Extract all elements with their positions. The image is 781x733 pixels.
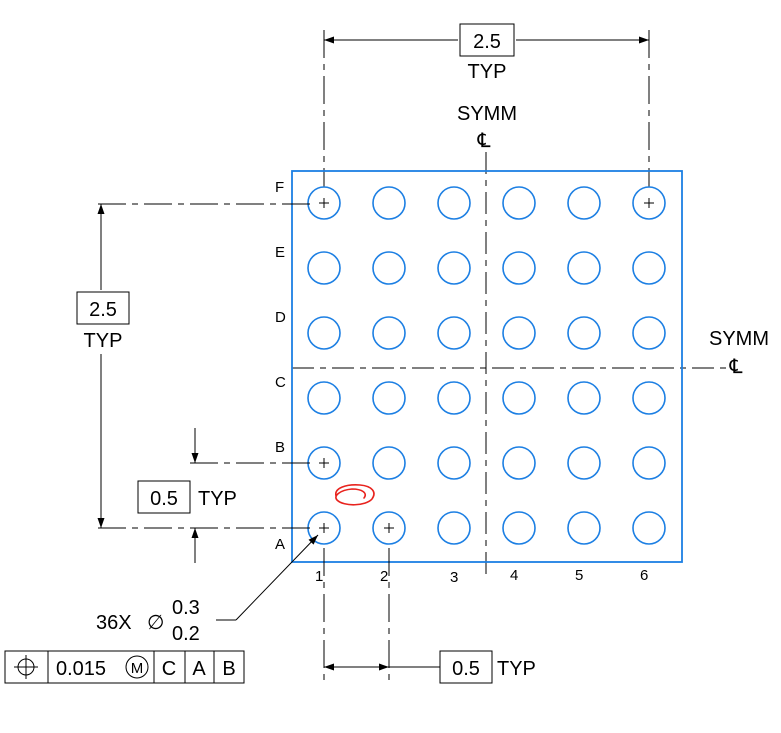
ball-center-mark-A1 (319, 523, 329, 533)
datum-3: B (222, 658, 235, 680)
ball-center-mark-F1 (319, 198, 329, 208)
ball-center-mark-F6 (644, 198, 654, 208)
horizontal-symmetry: SYMM ℄ (292, 328, 769, 378)
ball-C3 (437, 381, 471, 415)
row-label-D: D (275, 309, 286, 326)
column-label-6: 6 (640, 567, 648, 584)
modifier-letter: M (131, 660, 144, 677)
row-labels: A B C D E F (275, 179, 286, 553)
max-material-modifier: M (125, 655, 149, 679)
ball-D5 (567, 316, 601, 350)
ball-grid (307, 186, 666, 545)
ball-E2 (372, 251, 406, 285)
vertical-centerline-symbol: ℄ (477, 130, 491, 152)
column-pitch-value-box (439, 650, 493, 684)
position-tolerance: 0.015 (56, 658, 106, 680)
package-outline (291, 170, 683, 563)
horizontal-centerline-symbol: ℄ (729, 356, 743, 378)
datum-1: C (162, 658, 176, 680)
ball-E6 (632, 251, 666, 285)
column-label-5: 5 (575, 567, 583, 584)
row-pitch-suffix: TYP (198, 488, 237, 510)
ball-A4 (502, 511, 536, 545)
ball-E3 (437, 251, 471, 285)
diameter-symbol: ∅ (147, 612, 164, 634)
vertical-symmetry: SYMM ℄ (457, 103, 517, 578)
ball-C2 (372, 381, 406, 415)
ball-diameter-min: 0.2 (172, 623, 200, 645)
column-pitch-dimension: 0.5 TYP (323, 548, 536, 684)
ball-D1 (307, 316, 341, 350)
row-pitch-value-box (137, 480, 191, 514)
column-label-1: 1 (315, 568, 323, 585)
ball-F4 (502, 186, 536, 220)
ball-B3 (437, 446, 471, 480)
ball-diameter-max: 0.3 (172, 597, 200, 619)
ball-B5 (567, 446, 601, 480)
left-span-dimension: 2.5 TYP (76, 203, 312, 529)
column-labels: 1 2 3 4 5 6 (315, 567, 648, 586)
top-span-value-box (459, 23, 515, 57)
ball-C1 (307, 381, 341, 415)
ball-A3 (437, 511, 471, 545)
ball-count: 36X (96, 612, 132, 634)
position-symbol-icon (14, 655, 38, 679)
row-label-F: F (275, 179, 284, 196)
ball-B2 (372, 446, 406, 480)
ball-D2 (372, 316, 406, 350)
feature-control-frame: 0.015 M C A B (4, 650, 245, 684)
column-label-2: 2 (380, 568, 388, 585)
ball-F3 (437, 186, 471, 220)
ball-B6 (632, 446, 666, 480)
ball-A6 (632, 511, 666, 545)
column-label-4: 4 (510, 567, 518, 584)
ball-D4 (502, 316, 536, 350)
row-label-C: C (275, 374, 286, 391)
row-pitch-dimension: 0.5 TYP (137, 428, 312, 563)
row-label-E: E (275, 244, 285, 261)
row-label-B: B (275, 439, 285, 456)
top-span-dimension: 2.5 TYP (323, 23, 650, 188)
column-pitch-value: 0.5 (452, 658, 480, 680)
ball-C4 (502, 381, 536, 415)
top-span-value: 2.5 (473, 31, 501, 53)
row-label-A: A (275, 536, 285, 553)
vertical-symm-label: SYMM (457, 103, 517, 125)
red-handwritten-mark (335, 484, 375, 506)
left-span-value-box (76, 291, 130, 325)
ball-center-mark-A2 (384, 523, 394, 533)
ball-center-mark-B1 (319, 458, 329, 468)
column-pitch-suffix: TYP (497, 658, 536, 680)
ball-E4 (502, 251, 536, 285)
datum-2: A (192, 658, 206, 680)
ball-D6 (632, 316, 666, 350)
ball-A5 (567, 511, 601, 545)
column-label-3: 3 (450, 569, 458, 586)
left-span-suffix: TYP (84, 330, 123, 352)
row-pitch-value: 0.5 (150, 488, 178, 510)
ball-D3 (437, 316, 471, 350)
ball-F2 (372, 186, 406, 220)
left-span-value: 2.5 (89, 299, 117, 321)
ball-F5 (567, 186, 601, 220)
ball-B4 (502, 446, 536, 480)
ball-E1 (307, 251, 341, 285)
ball-C6 (632, 381, 666, 415)
horizontal-symm-label: SYMM (709, 328, 769, 350)
top-span-suffix: TYP (468, 61, 507, 83)
ball-diameter-callout: 36X ∅ 0.3 0.2 (96, 534, 319, 645)
ball-C5 (567, 381, 601, 415)
ball-E5 (567, 251, 601, 285)
